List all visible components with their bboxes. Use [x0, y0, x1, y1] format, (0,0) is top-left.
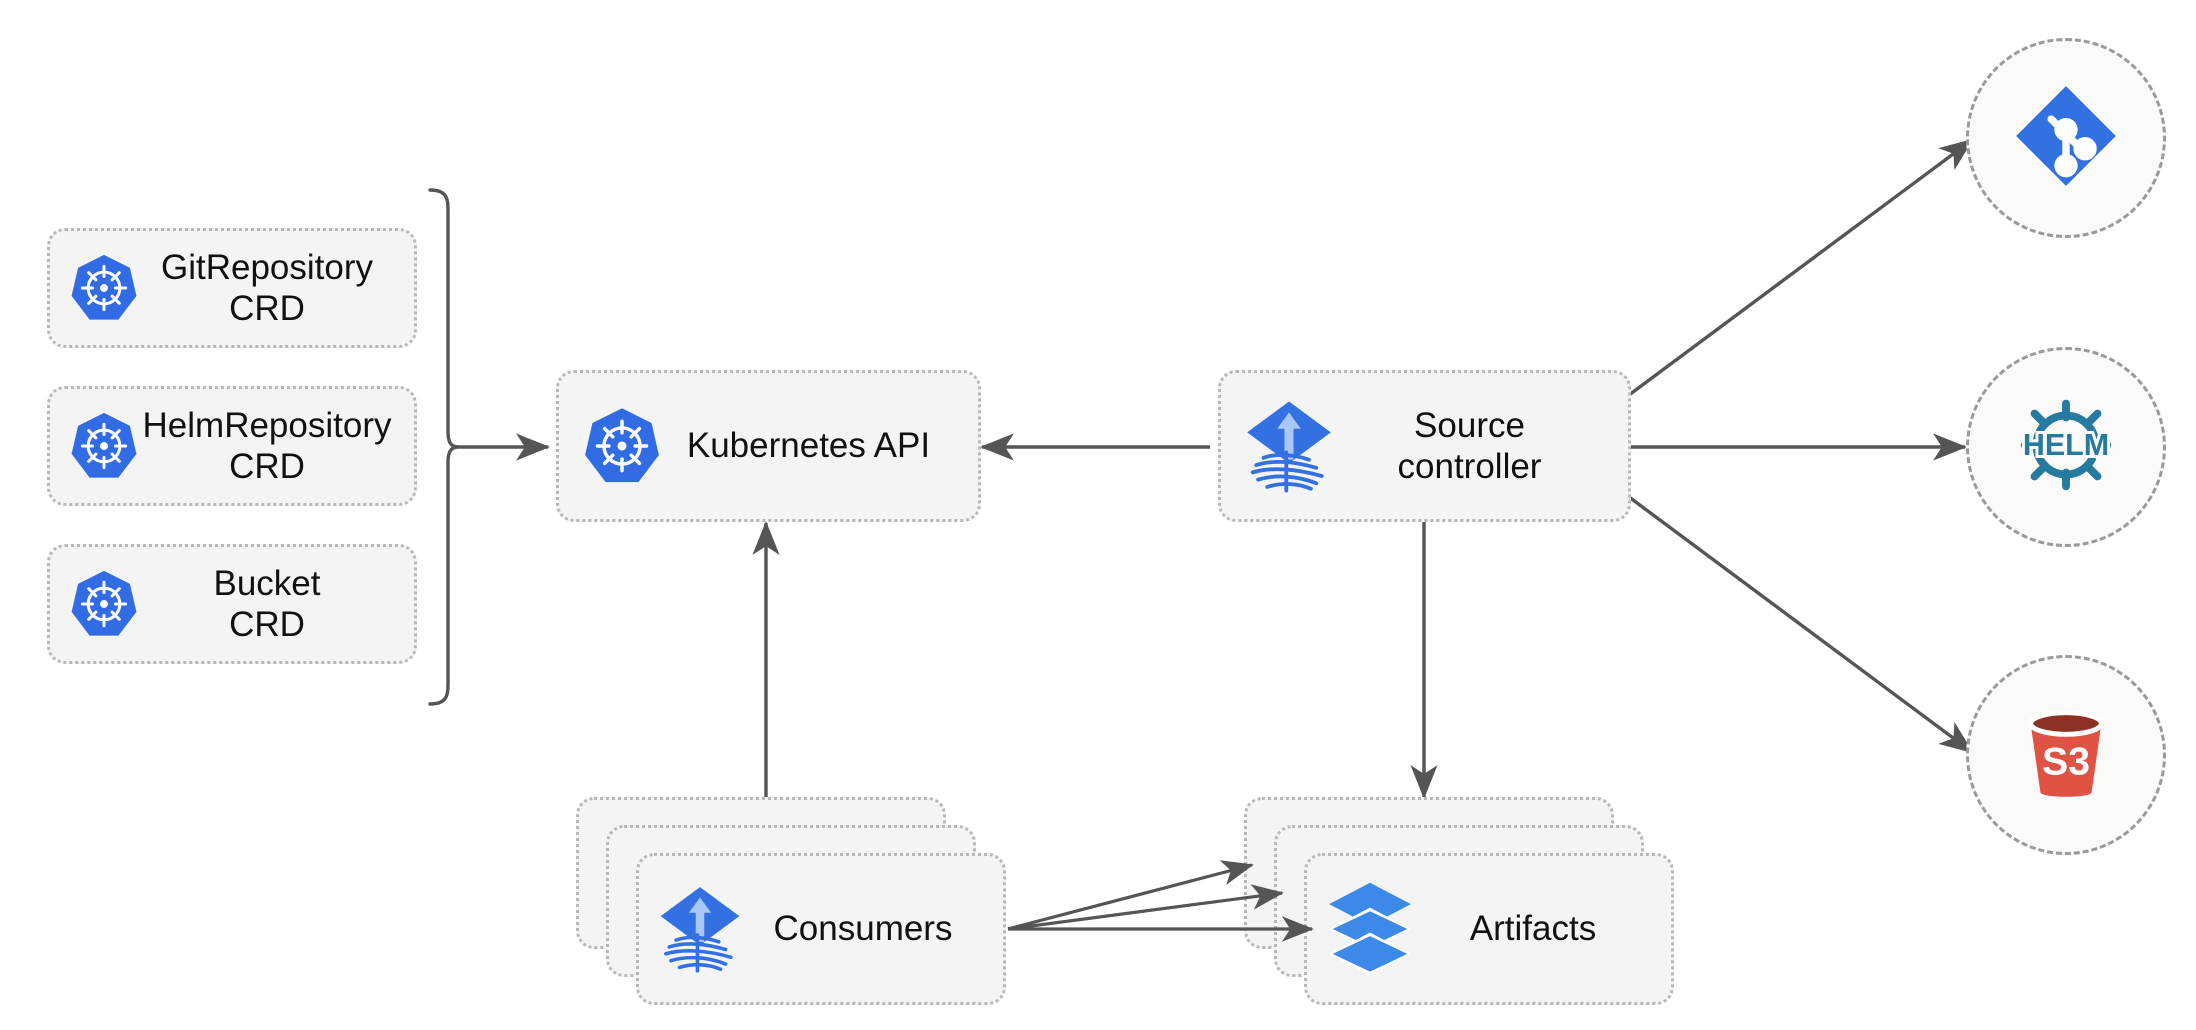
- consumers-node[interactable]: Consumers: [636, 853, 1006, 1005]
- helm-source[interactable]: HELM: [1966, 347, 2166, 547]
- edge-source-controller-to-git: [1627, 138, 1974, 397]
- gitrepository-crd[interactable]: GitRepository CRD: [47, 228, 417, 348]
- kubernetes-icon: [68, 568, 140, 640]
- flux-icon: [1243, 396, 1335, 496]
- kubernetes-api-node[interactable]: Kubernetes API: [556, 370, 981, 522]
- git-source[interactable]: [1966, 38, 2166, 238]
- s3-wordmark: S3: [2042, 739, 2090, 783]
- s3-icon: S3: [2007, 694, 2125, 817]
- kubernetes-icon: [68, 410, 140, 482]
- layers-icon: [1325, 881, 1415, 977]
- edge-source-controller-to-s3: [1627, 495, 1974, 754]
- s3-source[interactable]: S3: [1966, 655, 2166, 855]
- artifacts-node[interactable]: Artifacts: [1304, 853, 1674, 1005]
- edge-consumers-to-artifacts-2: [1007, 884, 1284, 931]
- artifacts-label: Artifacts: [1469, 909, 1597, 949]
- helm-icon: HELM: [2007, 386, 2125, 509]
- helmrepository-crd-label: HelmRepository CRD: [142, 405, 392, 486]
- flux-icon: [657, 882, 743, 976]
- gitrepository-crd-label: GitRepository CRD: [160, 247, 374, 328]
- source-controller-label: Source controller: [1397, 405, 1542, 486]
- kubernetes-icon: [68, 252, 140, 324]
- edge-consumers-to-artifacts-1: [1007, 860, 1254, 931]
- kubernetes-api-label: Kubernetes API: [686, 426, 931, 466]
- consumers-label: Consumers: [773, 909, 953, 949]
- crd-group-bracket: [428, 188, 460, 706]
- kubernetes-icon: [581, 405, 663, 487]
- source-controller-node[interactable]: Source controller: [1218, 370, 1631, 522]
- helm-wordmark: HELM: [2023, 427, 2109, 461]
- git-icon: [2013, 83, 2119, 194]
- helmrepository-crd[interactable]: HelmRepository CRD: [47, 386, 417, 506]
- bucket-crd-label: Bucket CRD: [213, 563, 321, 644]
- bucket-crd[interactable]: Bucket CRD: [47, 544, 417, 664]
